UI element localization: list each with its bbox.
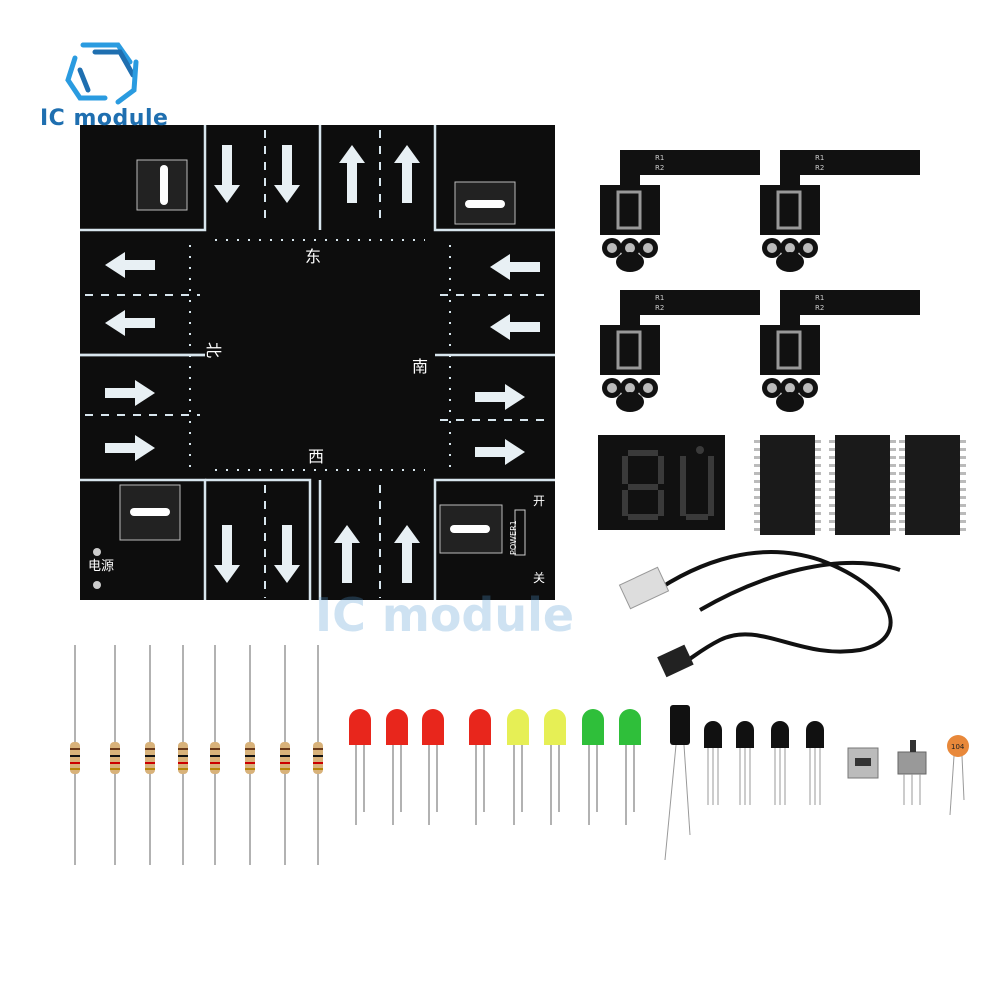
traffic-light-pcb: 东 北 南 西 电源 POWER1 开 关 xyxy=(80,125,555,600)
usb-a-plug xyxy=(618,566,670,610)
resistor-label: R1 xyxy=(815,154,824,162)
brand-logo-text: IC module xyxy=(40,106,169,131)
transistor xyxy=(704,721,722,805)
label-west: 西 xyxy=(308,447,324,466)
micro-usb-jack xyxy=(847,747,879,779)
loose-components: 104 xyxy=(70,645,969,865)
led xyxy=(469,709,491,825)
switch-on-label: 开 xyxy=(533,494,545,508)
led xyxy=(544,709,566,825)
power-label: 电源 xyxy=(88,559,114,574)
resistor xyxy=(280,645,290,865)
light-pads xyxy=(93,159,526,589)
resistor xyxy=(245,645,255,865)
micro-usb-plug xyxy=(657,644,694,678)
resistor xyxy=(313,645,323,865)
led xyxy=(582,709,604,825)
resistor-label: R2 xyxy=(655,164,664,172)
resistor-label: R2 xyxy=(815,304,824,312)
ic-chip xyxy=(899,435,966,535)
led xyxy=(619,709,641,825)
resistor xyxy=(70,645,80,865)
switch-label: POWER1 xyxy=(509,520,518,555)
resistor-label: R2 xyxy=(655,304,664,312)
transistor xyxy=(736,721,754,805)
resistor-label: R1 xyxy=(815,294,824,302)
ic-chip xyxy=(754,435,821,535)
resistor xyxy=(178,645,188,865)
label-north: 北 xyxy=(204,342,223,358)
led xyxy=(507,709,529,825)
resistor xyxy=(210,645,220,865)
led xyxy=(386,709,408,825)
resistor xyxy=(145,645,155,865)
ic-chip xyxy=(829,435,896,535)
usb-cable xyxy=(648,550,901,667)
led xyxy=(422,709,444,825)
transistor xyxy=(806,721,824,805)
led xyxy=(349,709,371,825)
ceramic-capacitor: 104 xyxy=(947,735,969,816)
resistor-label: R1 xyxy=(655,154,664,162)
electrolytic-capacitor xyxy=(664,705,691,861)
resistor-label: R2 xyxy=(815,164,824,172)
label-south: 南 xyxy=(412,357,428,376)
watermark: IC module xyxy=(315,588,575,642)
ic-module-logo-icon xyxy=(65,42,139,105)
slide-switch xyxy=(897,740,927,805)
switch-off-label: 关 xyxy=(533,571,545,585)
seven-segment-display xyxy=(598,435,725,530)
ic-chips xyxy=(754,435,966,535)
capacitor-code: 104 xyxy=(951,743,965,751)
road-arrows xyxy=(105,145,540,583)
resistor-label: R1 xyxy=(655,294,664,302)
transistor xyxy=(771,721,789,805)
label-east: 东 xyxy=(305,247,321,266)
resistor xyxy=(110,645,120,865)
